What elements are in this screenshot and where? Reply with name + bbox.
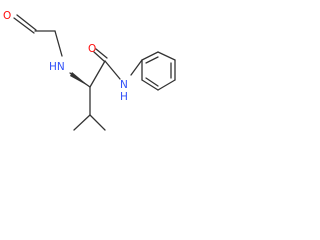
ring-inner-1 [145,56,159,64]
amide-oxygen-label: O [88,43,96,55]
bond-isopropyl-methyl-right [89,114,106,131]
aldehyde-oxygen-label: O [3,10,11,22]
amide-nitrogen-label: N [120,79,128,91]
ring-bond-5 [141,79,159,91]
stereo-wedge [70,72,90,87]
bond-isopropyl-methyl-left [73,114,91,131]
ring-bond-2 [157,51,176,61]
aldehyde-double-bond-b [16,14,37,31]
bond-alpha-carbonyl [89,60,106,88]
bond-ch2-nh [54,30,63,57]
amide-double-bond-b [95,48,108,59]
amine-nitrogen-label: HN [49,61,65,73]
ring-inner-3 [145,77,159,87]
amide-hydrogen-label: H [120,91,128,103]
ring-bond-1 [141,51,159,61]
aldehyde-double-bond-a [13,17,35,34]
phenyl-ring [141,51,176,91]
amide-double-bond-a [93,51,105,62]
bond-carbonyl-n [104,60,121,80]
bond-skeleton [13,14,143,131]
structure-diagram: O HN O N H [3,10,176,131]
ring-bond-4 [157,79,176,91]
bond-n-phenyl [130,59,143,76]
